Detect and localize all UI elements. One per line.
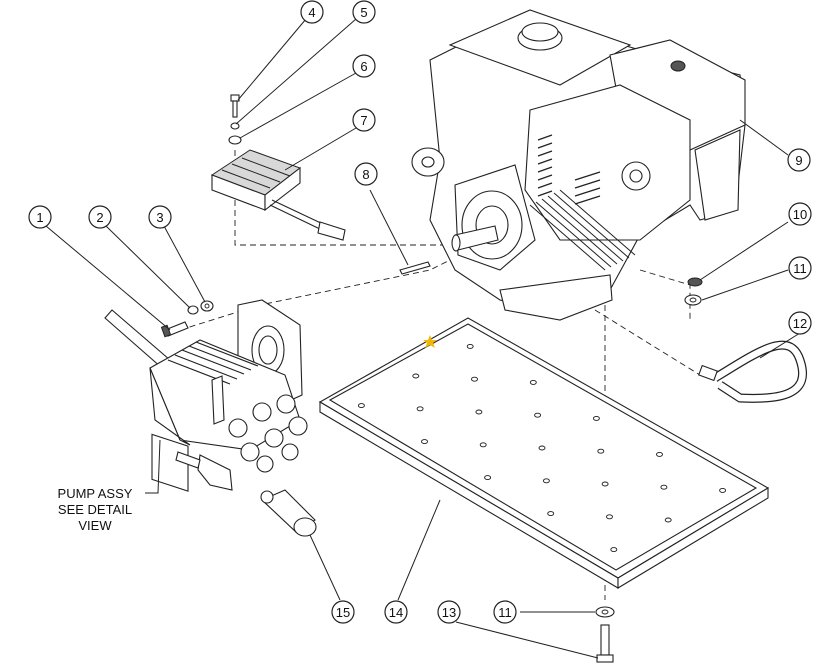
callout-8: 8 xyxy=(354,162,378,186)
callout-11-bottom: 11 xyxy=(493,600,517,624)
svg-text:5: 5 xyxy=(360,5,367,20)
plate-hole xyxy=(664,517,672,523)
plate-hole xyxy=(542,478,550,484)
washer-11-bottom xyxy=(595,606,615,618)
hose-12 xyxy=(698,340,807,403)
leader-lines xyxy=(45,18,801,659)
key-8 xyxy=(399,261,431,275)
plate-hole xyxy=(479,442,487,448)
callout-13: 13 xyxy=(437,600,461,624)
plate-hole xyxy=(719,487,727,493)
washers-5-6 xyxy=(228,122,242,145)
callout-9: 9 xyxy=(787,148,811,172)
svg-text:6: 6 xyxy=(360,59,367,74)
pump-note-line-1: PUMP ASSY xyxy=(58,486,133,501)
callout-3: 3 xyxy=(148,205,172,229)
plate-hole xyxy=(597,448,605,454)
cooling-fins xyxy=(529,189,636,271)
pump-assembly xyxy=(104,299,308,492)
callout-10: 10 xyxy=(788,202,812,226)
washer-3 xyxy=(200,300,214,312)
plate-hole xyxy=(592,415,600,421)
washer-2 xyxy=(187,305,199,315)
svg-text:8: 8 xyxy=(362,167,369,182)
base-plate xyxy=(318,317,770,589)
engine xyxy=(411,9,746,321)
nut-10 xyxy=(687,277,703,287)
callout-2: 2 xyxy=(88,205,112,229)
bolt-13 xyxy=(596,624,614,663)
bolt-1 xyxy=(160,321,189,338)
plate-hole xyxy=(601,481,609,487)
plate-hole xyxy=(660,484,668,490)
plate-hole xyxy=(606,514,613,520)
svg-text:12: 12 xyxy=(793,316,807,331)
svg-text:15: 15 xyxy=(336,605,350,620)
fitting-15 xyxy=(260,489,317,537)
callout-7: 7 xyxy=(352,108,376,132)
callout-15: 15 xyxy=(331,600,355,624)
svg-text:13: 13 xyxy=(442,605,456,620)
svg-text:10: 10 xyxy=(793,207,807,222)
svg-text:11: 11 xyxy=(498,605,512,620)
plate-hole xyxy=(471,376,478,382)
svg-text:9: 9 xyxy=(795,153,802,168)
plate-hole xyxy=(547,511,555,517)
plate-hole xyxy=(357,403,365,409)
engine-vents xyxy=(537,134,601,205)
plate-hole xyxy=(529,379,537,385)
plate-hole xyxy=(466,343,474,349)
callout-12: 12 xyxy=(788,311,812,335)
washer-11-top xyxy=(684,294,702,306)
callout-4: 4 xyxy=(300,0,324,24)
svg-text:2: 2 xyxy=(96,210,103,225)
plate-hole xyxy=(610,547,618,553)
bolt-4 xyxy=(230,94,240,118)
svg-text:11: 11 xyxy=(793,261,807,276)
pump-assy-note: PUMP ASSY SEE DETAIL VIEW xyxy=(58,486,133,533)
svg-text:4: 4 xyxy=(308,5,315,20)
svg-text:14: 14 xyxy=(389,605,403,620)
plate-hole xyxy=(534,412,542,418)
plate-hole xyxy=(538,445,546,451)
callout-6: 6 xyxy=(352,54,376,78)
plate-hole xyxy=(412,373,420,379)
plate-hole xyxy=(416,406,424,412)
rectifier xyxy=(210,149,346,241)
pump-note-line-2: SEE DETAIL xyxy=(58,502,132,517)
plate-hole xyxy=(421,439,428,445)
callout-14: 14 xyxy=(384,600,408,624)
svg-text:3: 3 xyxy=(156,210,163,225)
callout-5: 5 xyxy=(352,0,376,24)
callouts: 1 2 3 4 5 6 7 8 9 10 11 11 12 13 14 15 xyxy=(28,0,812,624)
callout-11-top: 11 xyxy=(788,256,812,280)
pump-note-line-3: VIEW xyxy=(78,518,112,533)
plate-hole xyxy=(656,451,663,457)
plate-hole xyxy=(475,409,483,415)
callout-1: 1 xyxy=(28,205,52,229)
plate-hole xyxy=(484,475,492,481)
svg-text:7: 7 xyxy=(360,113,367,128)
svg-text:1: 1 xyxy=(36,210,43,225)
highlight-marker xyxy=(423,335,437,348)
